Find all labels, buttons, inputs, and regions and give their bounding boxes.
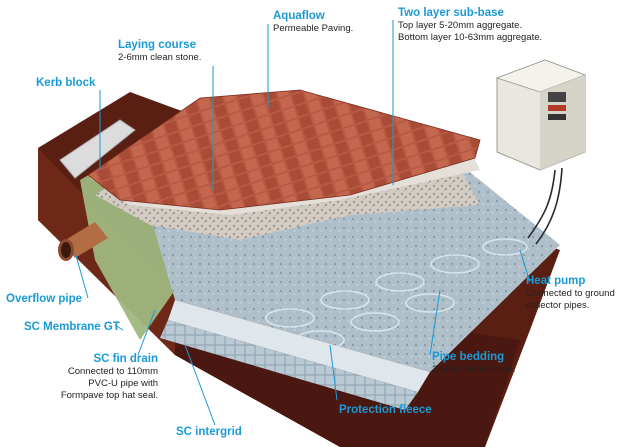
aquaflow-permeable-paving <box>87 89 481 211</box>
protection-fleece-title: Protection fleece <box>339 404 432 416</box>
two-layer-callout: Two layer sub-base Top layer 5-20mm aggr… <box>398 6 542 44</box>
heat-pump-title: Heat pump <box>526 275 586 287</box>
sc-fin-drain-callout: SC fin drain Connected to 110mm PVC-U pi… <box>38 352 158 402</box>
ground-collector-pipes <box>265 238 528 350</box>
pipe-bedding-callout: Pipe bedding 2-6mm clean stone. <box>432 350 515 376</box>
protection-fleece-layer <box>168 300 430 392</box>
sc-fin-drain-title: SC fin drain <box>93 353 158 365</box>
laying-course-desc: 2-6mm clean stone. <box>118 52 202 63</box>
sc-fin-drain-line1: Connected to 110mm <box>67 366 158 377</box>
overflow-pipe <box>58 222 108 261</box>
heat-pump-callout: Heat pump Connected to ground collector … <box>526 274 615 312</box>
sc-membrane-title: SC Membrane GT <box>24 321 120 333</box>
kerb-block-callout: Kerb block <box>36 76 95 90</box>
two-layer-line2: Bottom layer 10-63mm aggregate. <box>398 32 543 43</box>
overflow-pipe-title: Overflow pipe <box>6 293 83 305</box>
aquaflow-callout: Aquaflow Permeable Paving. <box>273 9 353 35</box>
heat-pump-line2: collector pipes. <box>526 300 590 311</box>
sc-membrane-callout: SC Membrane GT <box>24 320 120 334</box>
pipe-bedding-title: Pipe bedding <box>432 351 505 363</box>
overflow-pipe-callout: Overflow pipe <box>6 292 82 306</box>
leader-lines <box>74 20 531 426</box>
kerb-block-title: Kerb block <box>36 77 96 89</box>
protection-fleece-callout: Protection fleece <box>339 403 432 417</box>
sc-fin-drain-line3: Formpave top hat seal. <box>60 390 158 401</box>
aquaflow-title: Aquaflow <box>273 10 325 22</box>
aquaflow-desc: Permeable Paving. <box>273 23 354 34</box>
pipe-bedding-desc: 2-6mm clean stone. <box>432 364 516 375</box>
sc-fin-drain-line2: PVC-U pipe with <box>88 378 158 389</box>
two-layer-title: Two layer sub-base <box>398 7 504 19</box>
laying-course-callout: Laying course 2-6mm clean stone. <box>118 38 208 64</box>
heat-pump-unit <box>495 59 587 171</box>
two-layer-line1: Top layer 5-20mm aggregate. <box>398 20 523 31</box>
sc-intergrid-title: SC intergrid <box>176 426 242 438</box>
sc-intergrid-layer <box>160 320 418 410</box>
heat-pump-line1: Connected to ground <box>526 288 615 299</box>
heat-pump-pipes <box>527 167 563 245</box>
laying-course-title: Laying course <box>118 39 196 51</box>
sc-intergrid-callout: SC intergrid <box>176 425 242 439</box>
